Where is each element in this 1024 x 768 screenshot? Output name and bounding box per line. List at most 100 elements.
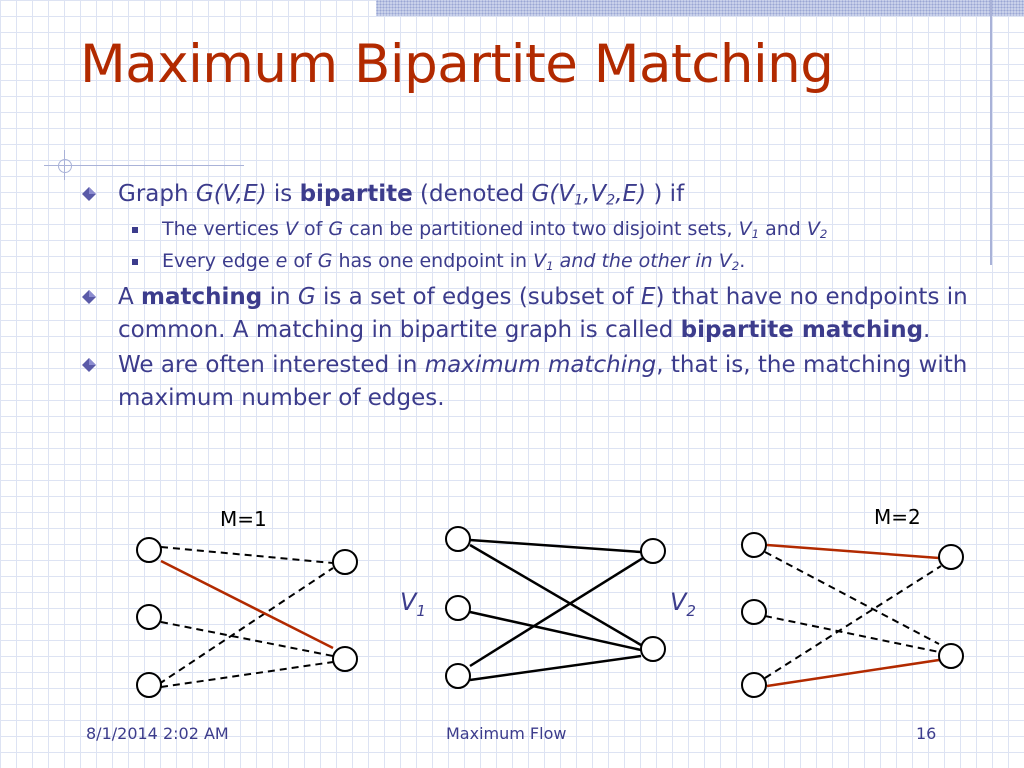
text: (denoted [412, 181, 532, 207]
term-maximum-matching: maximum matching [424, 352, 657, 378]
edge-dashed [764, 551, 940, 645]
label-m1: M=1 [220, 507, 267, 531]
vertex [741, 672, 767, 698]
text: and [759, 218, 807, 240]
subscript: 2 [606, 192, 616, 209]
matching-edge [160, 559, 334, 650]
bullet-bipartite-definition: Graph G(V,E) is bipartite (denoted G(V1,… [80, 178, 990, 211]
vertex [741, 532, 767, 558]
vertex [640, 538, 666, 564]
sub-bullet-edges: Every edge e of G has one endpoint in V1… [80, 245, 990, 277]
edge [469, 610, 642, 652]
vertex [445, 526, 471, 552]
bipartite-graph-figure: M=1 V1 V2 M=2 [136, 505, 964, 698]
text: V [806, 218, 820, 240]
text: V [738, 218, 752, 240]
text: . [923, 317, 931, 343]
text: V [284, 218, 298, 240]
text: and the other in V [553, 250, 732, 272]
text: ) that have no endpoints in common. A ma… [118, 284, 968, 343]
vertex [640, 636, 666, 662]
graph-left-m1 [136, 537, 358, 698]
text: A [118, 284, 142, 310]
bullet-maximum-matching: We are often interested in maximum match… [80, 349, 990, 415]
edge [469, 543, 642, 647]
label-v2-letter: V [670, 588, 688, 616]
decor-vertical-line [990, 0, 992, 265]
term-matching: matching [141, 284, 263, 310]
edge-dashed [160, 621, 334, 657]
footer-date: 8/1/2014 2:02 AM [86, 724, 229, 743]
text: ,V [583, 181, 607, 207]
edge-dashed [764, 615, 940, 653]
graph-right-m2 [741, 532, 964, 698]
text: Graph [118, 181, 196, 207]
top-decor-band [376, 0, 1024, 16]
text: is [266, 181, 300, 207]
footer-title: Maximum Flow [446, 724, 567, 743]
text: G [297, 284, 316, 310]
square-bullet-icon [132, 259, 138, 265]
slide-title: Maximum Bipartite Matching [80, 34, 834, 95]
subscript: 2 [731, 258, 740, 273]
decor-horizontal-line [44, 165, 244, 166]
text: of [287, 250, 318, 272]
edge-dashed [160, 546, 334, 564]
text: ) if [646, 181, 685, 207]
subscript: 1 [574, 192, 584, 209]
label-v2: V2 [670, 588, 696, 620]
label-v1-letter: V [400, 588, 418, 616]
text: The vertices [162, 218, 285, 240]
vertex [445, 595, 471, 621]
text: e [275, 250, 288, 272]
text: . [739, 250, 746, 272]
diamond-bullet-icon [82, 187, 96, 201]
edge [469, 538, 642, 554]
footer-page-number: 16 [916, 724, 937, 743]
vertex [741, 599, 767, 625]
label-v1-subscript: 1 [416, 602, 426, 620]
text: We are often interested in [118, 352, 425, 378]
edge-dashed [160, 661, 334, 688]
bullet-matching-definition: A matching in G is a set of edges (subse… [80, 281, 990, 347]
text: can be partitioned into two disjoint set… [343, 218, 739, 240]
edge [469, 654, 642, 682]
subscript: 1 [751, 226, 760, 241]
vertex [136, 672, 162, 698]
text: in [262, 284, 298, 310]
diamond-bullet-icon [82, 290, 96, 304]
slide-body: Graph G(V,E) is bipartite (denoted G(V1,… [80, 178, 990, 417]
text: has one endpoint in [332, 250, 534, 272]
term-bipartite-matching: bipartite matching [680, 317, 924, 343]
subscript: 1 [546, 258, 554, 273]
text: is a set of edges (subset of [315, 284, 641, 310]
vertex [136, 537, 162, 563]
vertex [332, 646, 358, 672]
subscript: 2 [819, 226, 828, 241]
text: G [328, 218, 344, 240]
vertex [332, 549, 358, 575]
label-v2-subscript: 2 [686, 602, 696, 620]
text: Every edge [162, 250, 276, 272]
edge-dashed [158, 567, 334, 685]
graph-middle [445, 526, 666, 689]
text: ,E) [615, 181, 647, 207]
edge-dashed [764, 565, 942, 679]
term-bipartite: bipartite [299, 181, 413, 207]
text: G(V [531, 181, 575, 207]
sub-bullet-partition: The vertices V of G can be partitioned i… [80, 213, 990, 245]
text: V [533, 250, 547, 272]
diamond-bullet-icon [82, 358, 96, 372]
vertex [938, 643, 964, 669]
text: G(V,E) [195, 181, 267, 207]
text: of [297, 218, 329, 240]
text: E [640, 284, 656, 310]
text: , that is, the matching with maximum num… [118, 352, 968, 411]
vertex [136, 604, 162, 630]
decor-circle-icon [58, 159, 72, 173]
matching-edge [766, 543, 940, 560]
square-bullet-icon [132, 227, 138, 233]
label-m2: M=2 [874, 505, 921, 529]
vertex [938, 544, 964, 570]
